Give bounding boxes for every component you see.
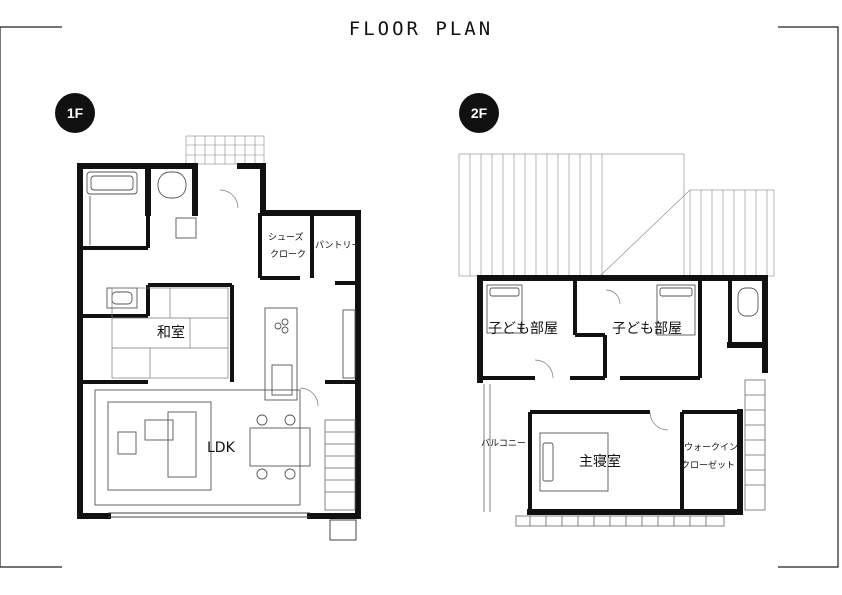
roof-hatching	[458, 153, 775, 277]
entrance-porch-tiles	[185, 135, 265, 165]
walls-1f	[77, 163, 361, 519]
walls-2f	[477, 275, 768, 515]
room-label-walk-in-2: クローゼット	[681, 461, 736, 471]
room-label-ldk: LDK	[207, 440, 235, 456]
page-title: FLOOR PLAN	[348, 18, 494, 40]
balcony-rails	[483, 384, 725, 527]
room-label-balcony: バルコニー	[481, 439, 526, 449]
door-swings-2f	[534, 289, 669, 431]
frame-brackets	[0, 26, 839, 568]
inner-walls-1f	[80, 213, 358, 384]
floor-2f-plan	[458, 153, 775, 527]
room-label-walk-in-1: ウォークイン	[684, 443, 739, 453]
room-label-master-bedroom: 主寝室	[579, 454, 621, 470]
windows-1f	[108, 512, 357, 541]
bedroom-furniture	[486, 284, 759, 492]
room-label-shoes-cloak-1: シューズ	[268, 233, 304, 243]
bathroom-fixtures	[86, 171, 197, 309]
floor-badge-2f: 2F	[459, 93, 499, 133]
kitchen-island	[264, 307, 356, 401]
room-label-pantry: パントリー	[315, 241, 361, 251]
stairs-1f	[324, 419, 356, 511]
stairs-2f	[744, 379, 766, 511]
inner-walls-2f	[480, 278, 740, 512]
floor-badge-1f: 1F	[55, 93, 95, 133]
room-label-kids-room-1: 子ども部屋	[488, 321, 558, 337]
floor-1f-plan	[77, 135, 361, 541]
room-label-washitsu: 和室	[157, 325, 185, 341]
door-swings-1f	[219, 189, 319, 407]
room-label-kids-room-2: 子ども部屋	[612, 321, 682, 337]
washitsu-tatami	[111, 287, 229, 379]
room-label-shoes-cloak-2: クローク	[270, 250, 307, 260]
living-furniture	[94, 389, 311, 506]
